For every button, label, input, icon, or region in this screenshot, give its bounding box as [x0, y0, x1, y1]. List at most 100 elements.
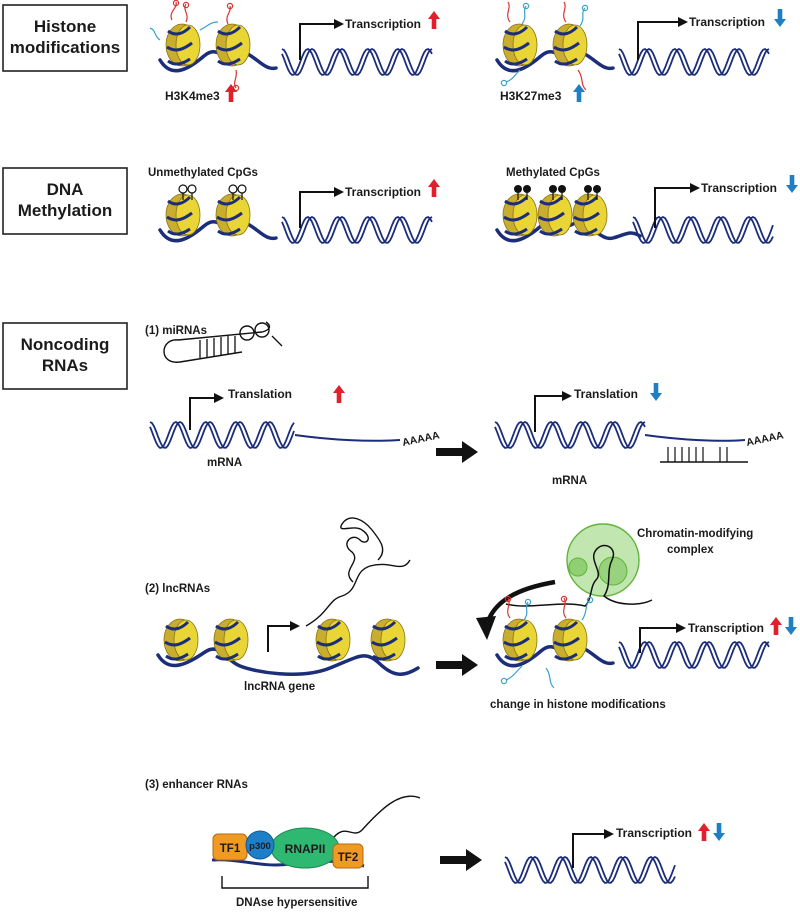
chromatin-fiber	[156, 647, 420, 676]
transcription-label: Transcription	[345, 17, 421, 31]
dna-wrap	[504, 652, 528, 661]
dna-helix	[281, 47, 433, 76]
dna-wrap	[217, 25, 242, 36]
noncoding-title-2: RNAs	[42, 356, 88, 375]
dna-wrap	[574, 227, 598, 236]
arrow-up-shape	[770, 617, 782, 635]
helix-strand	[632, 215, 774, 244]
mrna-label: mRNA	[207, 457, 242, 469]
nucleosome	[213, 618, 249, 662]
helix-strand	[618, 640, 770, 669]
dna-wrap	[372, 652, 396, 661]
dna-wrap	[504, 25, 529, 36]
dna-wrap	[164, 636, 191, 647]
transcription-start-arrow-icon	[299, 187, 344, 228]
complex-label-2: complex	[667, 544, 714, 556]
dna-helix	[281, 215, 433, 244]
arrow-up-shape	[573, 84, 585, 102]
dna-wrap	[167, 57, 191, 66]
dna-wrap	[539, 195, 564, 206]
dna-wrap	[167, 227, 191, 236]
dna-wrap	[165, 652, 189, 661]
dna-wrap	[503, 636, 530, 647]
lncrna-fold	[340, 517, 384, 583]
dna-helix	[504, 855, 676, 884]
arrow-up-shape	[428, 179, 440, 197]
mrna-helix	[494, 420, 646, 449]
arrow-down-shape	[650, 383, 662, 401]
mirna-bound-strand	[660, 447, 748, 463]
up-arrow-icon	[225, 84, 237, 102]
panel-enhancer-rnas: (3) enhancer RNAs RNAPII TF1 p300 TF2 DN…	[145, 779, 725, 909]
dna-wrap	[504, 227, 528, 236]
histone-tails-red	[149, 0, 240, 92]
nucleosome	[502, 23, 538, 67]
dna-wrap	[553, 41, 580, 52]
nucleosome	[552, 23, 588, 67]
change-histone-label: change in histone modifications	[490, 699, 666, 711]
arrow-up-shape	[428, 11, 440, 29]
helix-strand	[149, 420, 295, 449]
dna-wrap	[503, 211, 530, 222]
tf1-box[interactable]: TF1	[212, 833, 248, 861]
dna-wrap	[216, 41, 243, 52]
dna-wrap	[538, 211, 565, 222]
dna-wrap	[166, 211, 193, 222]
unmethylated-cpg-marks	[178, 184, 247, 200]
down-arrow-icon	[774, 9, 786, 27]
dna-wrap	[554, 652, 578, 661]
transcription-start-arrow-icon	[639, 623, 686, 653]
helix-strand	[494, 420, 646, 449]
dna-wrap	[504, 620, 529, 631]
helix-strand	[494, 420, 646, 449]
dna-wrap	[217, 195, 242, 206]
translation-label: Translation	[574, 387, 638, 401]
dna-helix	[632, 215, 774, 244]
up-arrow-icon	[698, 823, 710, 841]
down-arrow-icon	[650, 383, 662, 401]
dna-methylation-title-2: Methylation	[18, 201, 112, 220]
helix-strand	[632, 215, 774, 244]
mirnas-label: (1) miRNAs	[145, 325, 207, 337]
tf2-label: TF2	[338, 852, 358, 864]
p300-label: p300	[249, 841, 271, 852]
dna-wrap	[504, 195, 529, 206]
helix-strand	[504, 855, 676, 884]
tf2-box[interactable]: TF2	[332, 843, 364, 869]
transcription-start-arrow-icon	[654, 183, 700, 228]
translation-start-arrow-icon	[189, 393, 224, 430]
nucleosome	[572, 193, 608, 237]
up-arrow-icon	[333, 385, 345, 403]
dna-wrap	[216, 211, 243, 222]
h3k27me3-label: H3K27me3	[500, 89, 562, 103]
big-right-arrow-icon	[436, 654, 478, 676]
arrow-down-shape	[786, 175, 798, 193]
chromatin-fiber	[495, 220, 642, 243]
arrow-down-shape	[785, 617, 797, 635]
unmethylated-label: Unmethylated CpGs	[148, 167, 258, 179]
transcription-label: Transcription	[616, 826, 692, 840]
dna-wrap	[539, 227, 563, 236]
big-arrow-shape	[440, 849, 482, 871]
helix-strand	[618, 47, 770, 76]
rnapii-complex[interactable]: RNAPII	[270, 827, 340, 869]
dna-wrap	[574, 195, 599, 206]
dna-wrap	[215, 652, 239, 661]
polya-label: AAAAA	[745, 429, 785, 449]
dna-wrap	[167, 195, 192, 206]
transcription-start-arrow-icon	[637, 17, 688, 60]
tf1-label: TF1	[220, 843, 241, 855]
dna-wrap	[317, 620, 342, 631]
nucleosome	[165, 193, 201, 237]
nucleosome	[215, 23, 251, 67]
nucleosome	[502, 618, 538, 662]
panel-h3k27me3: Transcription H3K27me3	[495, 1, 786, 103]
big-right-arrow-icon	[440, 849, 482, 871]
mrna-label: mRNA	[552, 475, 587, 487]
nucleosome	[502, 193, 538, 237]
p300-circle[interactable]: p300	[245, 830, 275, 860]
arrow-up-shape	[225, 84, 237, 102]
up-arrow-icon	[573, 84, 585, 102]
helix-strand	[149, 420, 295, 449]
dna-wrap	[165, 620, 190, 631]
